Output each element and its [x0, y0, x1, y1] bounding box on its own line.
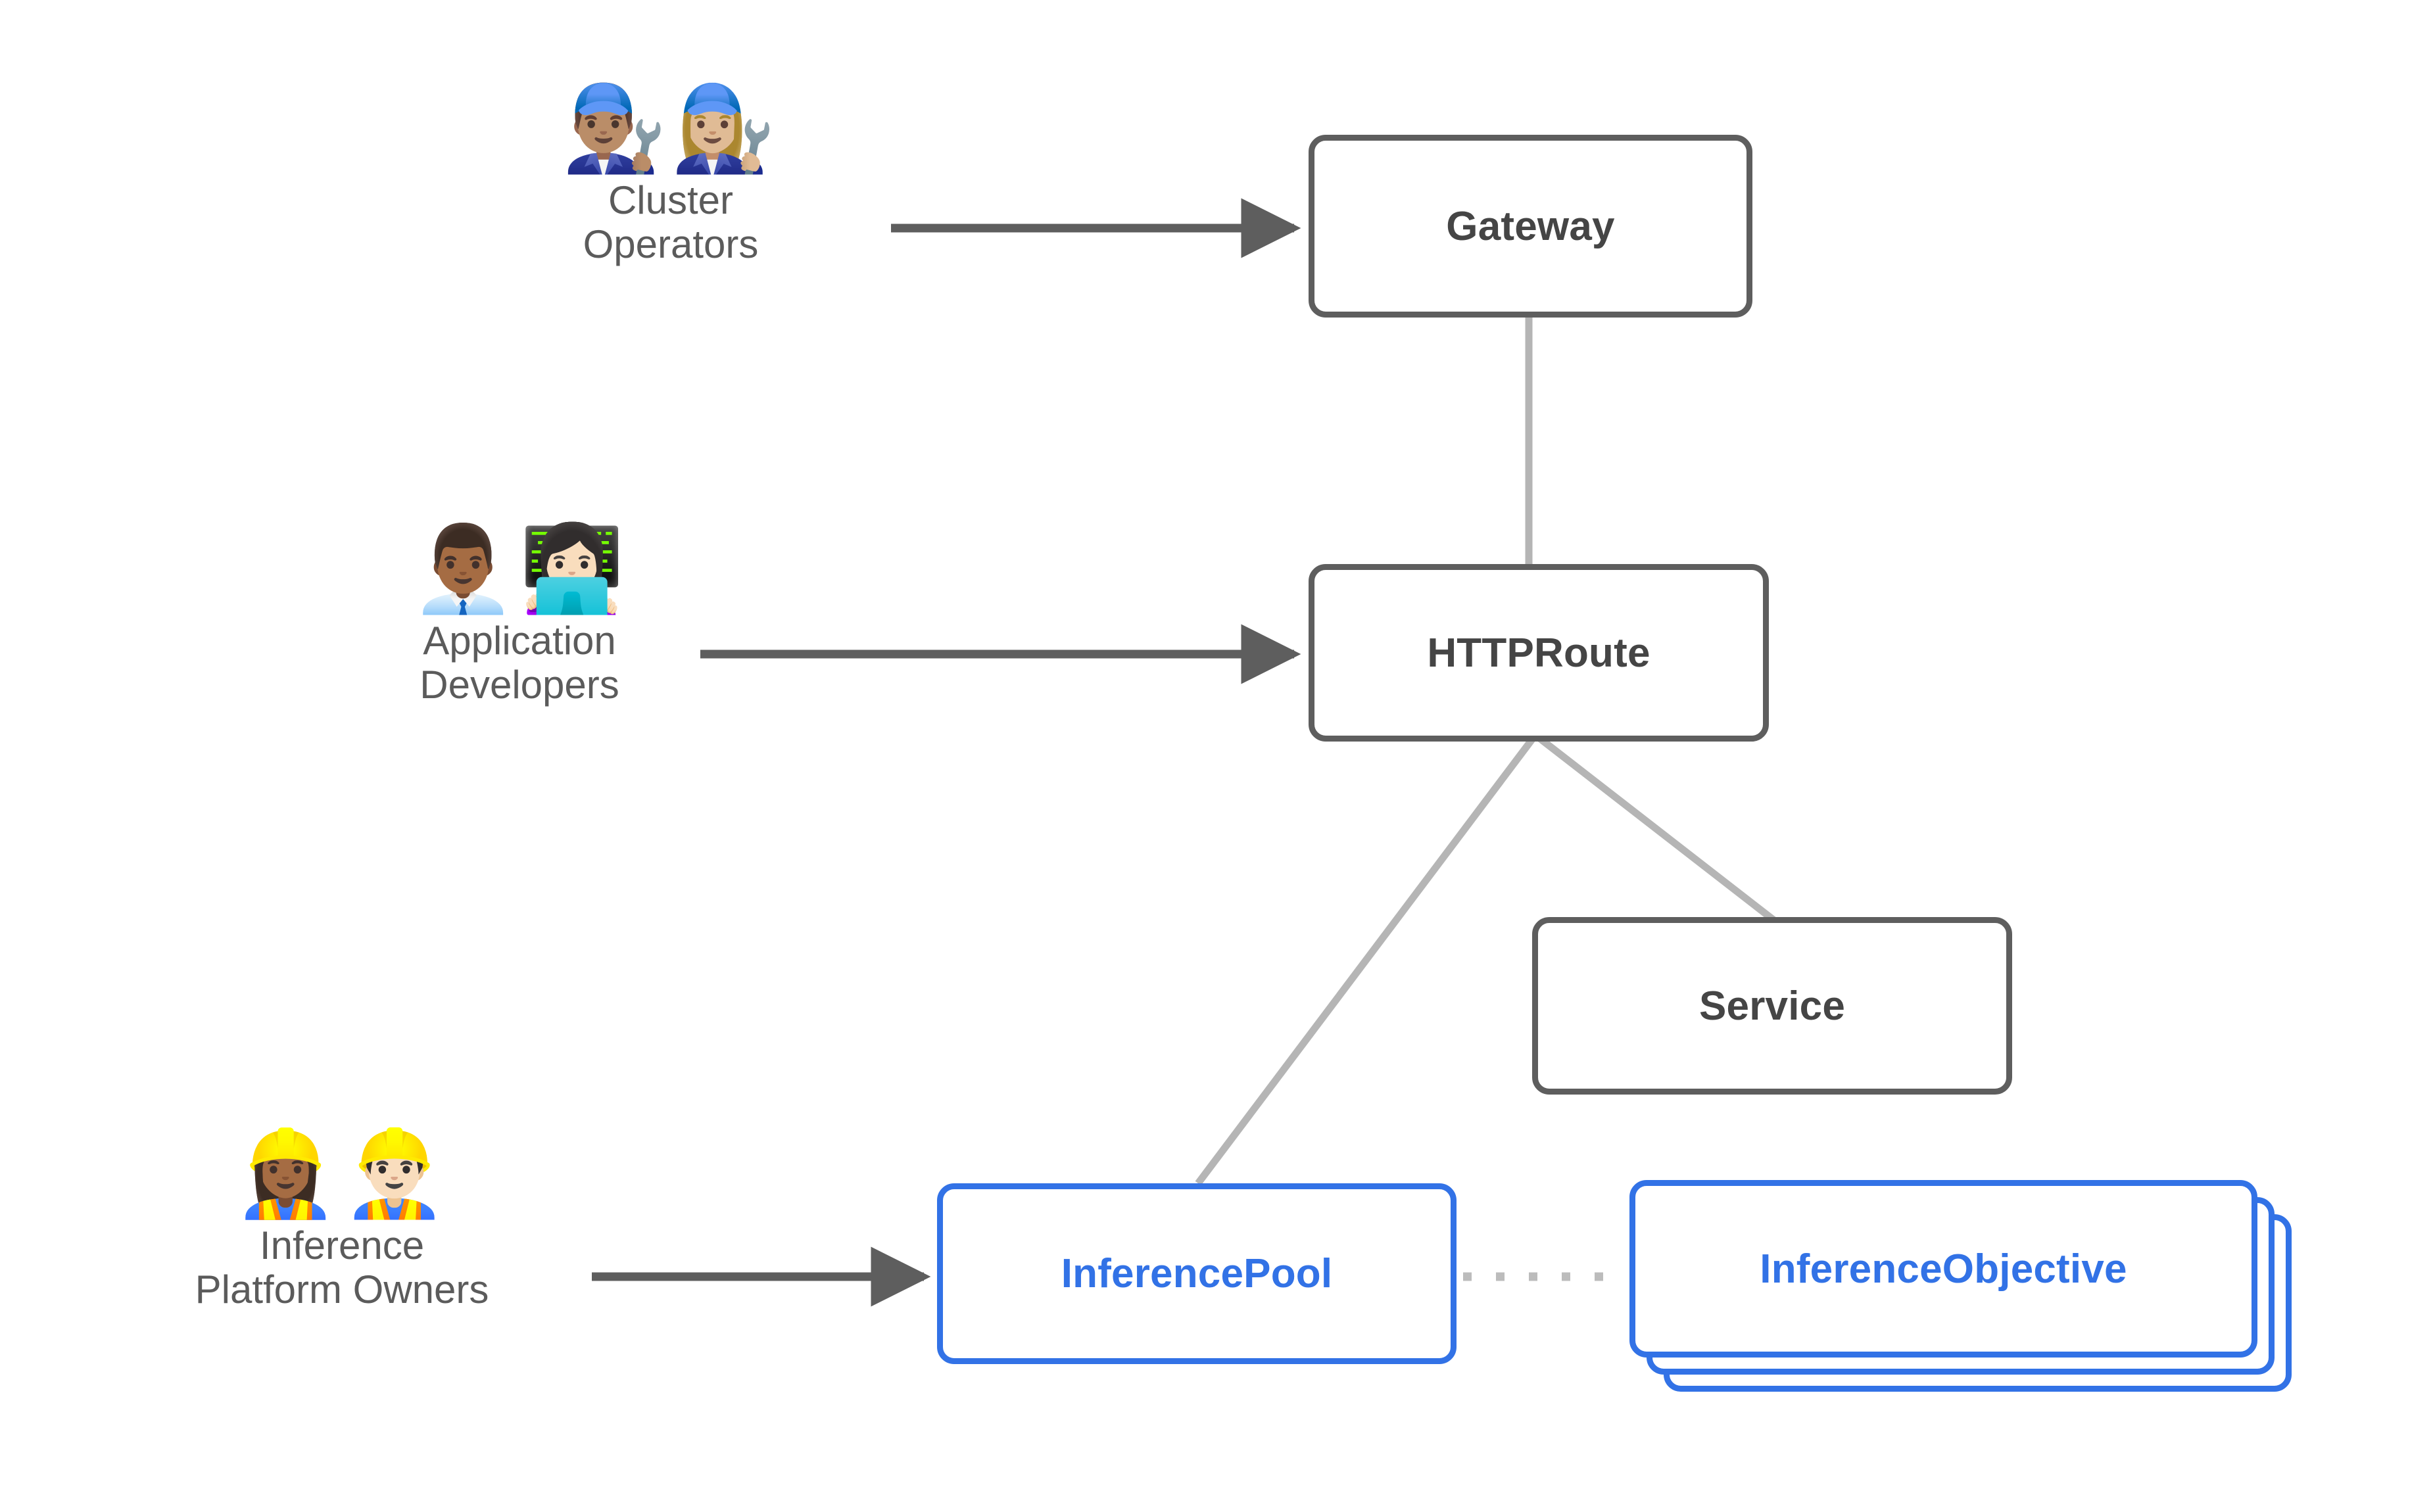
application-developers-emoji: 👨🏾‍💼👩🏻‍💻: [410, 520, 629, 618]
actor-inference-platform-owners: 👷🏾‍♀️👷🏻‍♂️ Inference Platform Owners: [112, 1124, 572, 1311]
connector-httproute-inferencepool: [1195, 735, 1537, 1186]
node-gateway-label: Gateway: [1446, 203, 1615, 249]
node-service-label: Service: [1698, 983, 1846, 1029]
inference-platform-owners-label: Inference Platform Owners: [195, 1223, 489, 1312]
application-developers-label: Application Developers: [420, 619, 619, 707]
node-gateway[interactable]: Gateway: [1309, 135, 1752, 318]
node-httproute-label: HTTPRoute: [1427, 630, 1650, 676]
node-inferenceobjective[interactable]: InferenceObjective: [1629, 1180, 2257, 1358]
actor-cluster-operators: 👨🏽‍🔧👩🏼‍🔧 Cluster Operators: [513, 79, 829, 266]
node-inferencepool-label: InferencePool: [1061, 1251, 1333, 1296]
actor-application-developers: 👨🏾‍💼👩🏻‍💻 Application Developers: [289, 519, 750, 707]
node-service[interactable]: Service: [1532, 917, 2012, 1095]
inference-platform-owners-emoji: 👷🏾‍♀️👷🏻‍♂️: [233, 1125, 451, 1223]
cluster-operators-emoji: 👨🏽‍🔧👩🏼‍🔧: [562, 80, 780, 177]
node-inferenceobjective-label: InferenceObjective: [1760, 1246, 2127, 1292]
cluster-operators-label: Cluster Operators: [583, 178, 759, 267]
node-httproute[interactable]: HTTPRoute: [1309, 564, 1769, 742]
connector-httproute-service: [1536, 734, 1777, 924]
node-inferencepool[interactable]: InferencePool: [937, 1183, 1457, 1364]
